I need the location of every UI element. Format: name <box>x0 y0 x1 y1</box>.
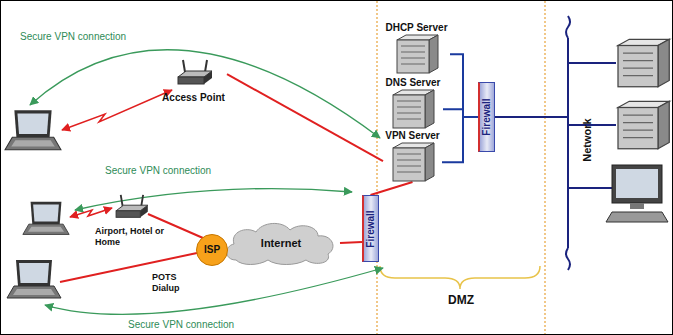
isp-circle: ISP <box>196 234 228 266</box>
access-point-icon <box>174 58 214 90</box>
connection-label: Secure VPN connection <box>128 319 234 331</box>
node-label: Firewall <box>481 98 493 135</box>
server-icon <box>390 89 436 129</box>
server-icon <box>390 142 436 182</box>
network-link <box>227 74 383 161</box>
dmz-brace <box>380 266 540 289</box>
laptop <box>7 260 61 298</box>
laptop <box>23 202 69 235</box>
node-label: ISP <box>204 244 220 256</box>
node-label: DNS Server <box>383 77 443 89</box>
location-label: Airport, Hotel or Home <box>95 226 167 248</box>
firewall: Firewall <box>478 82 495 152</box>
laptop <box>5 110 61 149</box>
network-link <box>443 109 478 117</box>
dialup-label: POTS Dialup <box>152 272 192 294</box>
wired-links <box>60 214 203 282</box>
wireless-links <box>62 90 172 217</box>
network-link <box>340 242 362 243</box>
network-bus <box>495 16 616 270</box>
server-icon <box>394 34 440 74</box>
access-point: Access Point <box>160 58 227 104</box>
node-label: Firewall <box>365 210 377 247</box>
router <box>116 195 148 217</box>
node-label: DHCP Server <box>383 22 450 34</box>
node-label: Access Point <box>160 92 227 104</box>
network-link <box>442 117 478 162</box>
vpn-server: VPN Server <box>383 130 442 182</box>
zone-label: DMZ <box>448 293 474 307</box>
dmz-boundary <box>377 1 545 334</box>
node-label: VPN Server <box>383 130 442 142</box>
connection-label: Secure VPN connection <box>20 31 126 43</box>
server <box>618 101 669 149</box>
internet-cloud: Internet <box>222 220 340 266</box>
workstation <box>606 165 668 222</box>
secure-vpn-arrows <box>30 50 383 314</box>
network-link <box>371 182 413 195</box>
dns-server: DNS Server <box>383 77 443 129</box>
network-label: Network <box>581 118 594 161</box>
network-link <box>450 54 478 117</box>
server <box>618 39 669 87</box>
connection-label: Secure VPN connection <box>105 165 211 177</box>
firewall: Firewall <box>362 195 379 262</box>
dhcp-server: DHCP Server <box>383 22 450 74</box>
node-label: Internet <box>261 237 301 249</box>
